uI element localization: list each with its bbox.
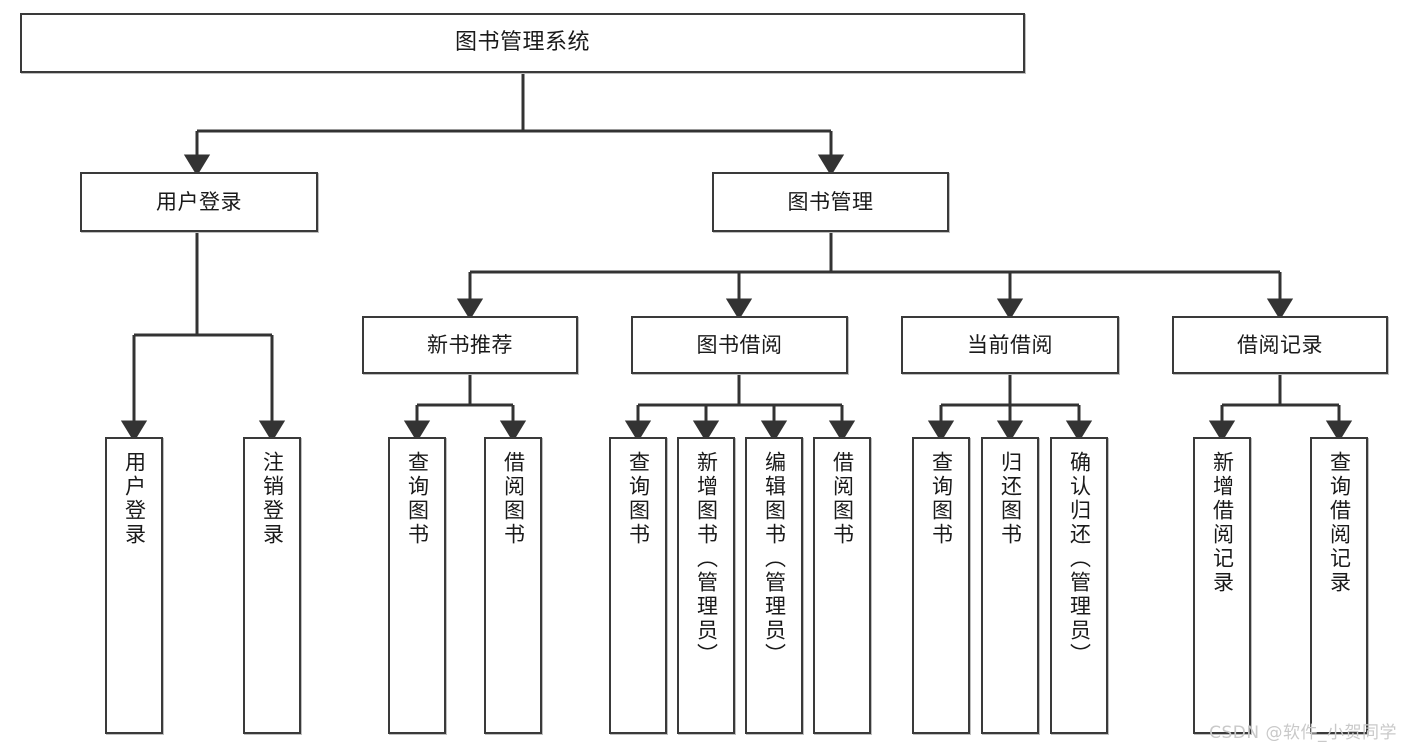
- leaf-book-borrow-add-book-admin[interactable]: 新增图书（管理员）: [677, 437, 735, 734]
- node-new-book-recommendation[interactable]: 新书推荐: [362, 316, 578, 374]
- node-label: 当前借阅: [967, 332, 1053, 357]
- node-label: 注销登录: [260, 451, 285, 547]
- watermark-text: CSDN @软件_小贺同学: [1209, 723, 1397, 743]
- node-label: 图书管理系统: [454, 30, 590, 56]
- leaf-current-borrow-return-book[interactable]: 归还图书: [981, 437, 1039, 734]
- node-book-management[interactable]: 图书管理: [712, 172, 949, 232]
- leaf-current-borrow-query-book[interactable]: 查询图书: [912, 437, 970, 734]
- node-label: 新增借阅记录: [1210, 451, 1235, 595]
- node-label: 图书管理: [787, 189, 874, 214]
- node-label: 借阅图书: [830, 451, 855, 547]
- node-root-library-system[interactable]: 图书管理系统: [20, 13, 1025, 73]
- leaf-borrow-record-query-record[interactable]: 查询借阅记录: [1310, 437, 1368, 734]
- node-label: 借阅记录: [1237, 332, 1323, 357]
- leaf-user-login-sign-out[interactable]: 注销登录: [243, 437, 301, 734]
- leaf-book-borrow-query-book[interactable]: 查询图书: [609, 437, 667, 734]
- node-label: 查询图书: [405, 451, 430, 547]
- node-label: 新增图书（管理员）: [694, 451, 719, 667]
- node-book-borrow[interactable]: 图书借阅: [631, 316, 848, 374]
- node-label: 借阅图书: [501, 451, 526, 547]
- node-current-borrow[interactable]: 当前借阅: [901, 316, 1119, 374]
- node-label: 编辑图书（管理员）: [762, 451, 787, 667]
- node-user-login[interactable]: 用户登录: [80, 172, 318, 232]
- node-label: 图书借阅: [696, 332, 783, 357]
- leaf-new-book-query-book[interactable]: 查询图书: [388, 437, 446, 734]
- node-borrow-record[interactable]: 借阅记录: [1172, 316, 1388, 374]
- node-label: 新书推荐: [427, 332, 513, 357]
- node-label: 用户登录: [122, 451, 147, 547]
- node-label: 确认归还（管理员）: [1067, 451, 1092, 667]
- leaf-current-borrow-confirm-return-admin[interactable]: 确认归还（管理员）: [1050, 437, 1108, 734]
- node-label: 查询图书: [626, 451, 651, 547]
- leaf-book-borrow-edit-book-admin[interactable]: 编辑图书（管理员）: [745, 437, 803, 734]
- leaf-new-book-borrow-book[interactable]: 借阅图书: [484, 437, 542, 734]
- node-label: 查询图书: [929, 451, 954, 547]
- node-label: 用户登录: [156, 189, 242, 214]
- node-label: 查询借阅记录: [1327, 451, 1352, 595]
- leaf-book-borrow-borrow-book[interactable]: 借阅图书: [813, 437, 871, 734]
- node-label: 归还图书: [998, 451, 1023, 547]
- leaf-borrow-record-add-record[interactable]: 新增借阅记录: [1193, 437, 1251, 734]
- leaf-user-login-sign-in[interactable]: 用户登录: [105, 437, 163, 734]
